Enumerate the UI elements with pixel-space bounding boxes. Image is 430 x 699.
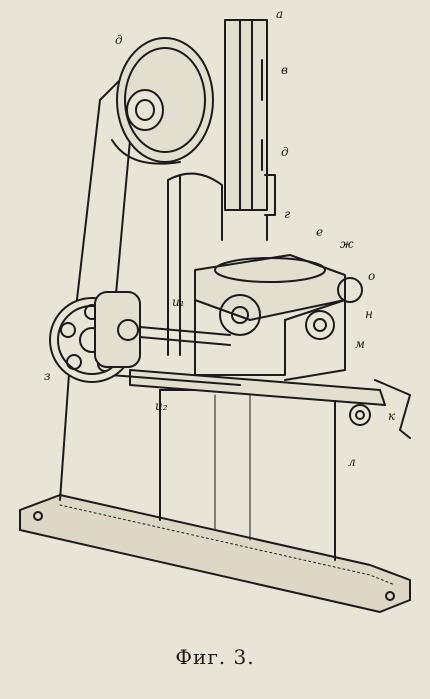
label-n: н	[365, 307, 373, 321]
label-k: к	[388, 409, 396, 423]
label-u1: u₁	[172, 295, 185, 309]
label-u2: u₂	[155, 399, 168, 413]
label-a: а	[276, 7, 284, 21]
label-d: д	[281, 145, 289, 159]
label-e: е	[316, 225, 324, 239]
label-o: о	[368, 269, 376, 283]
label-l: л	[348, 455, 356, 469]
machine-illustration	[19, 19, 411, 613]
figure-caption: Фиг. 3.	[175, 645, 255, 669]
label-m: м	[355, 337, 365, 351]
label-zh: ж	[340, 237, 354, 251]
label-z: з	[44, 369, 51, 383]
label-g: г	[284, 207, 291, 221]
label-v: в	[281, 63, 288, 77]
label-d-top: д	[115, 33, 123, 47]
